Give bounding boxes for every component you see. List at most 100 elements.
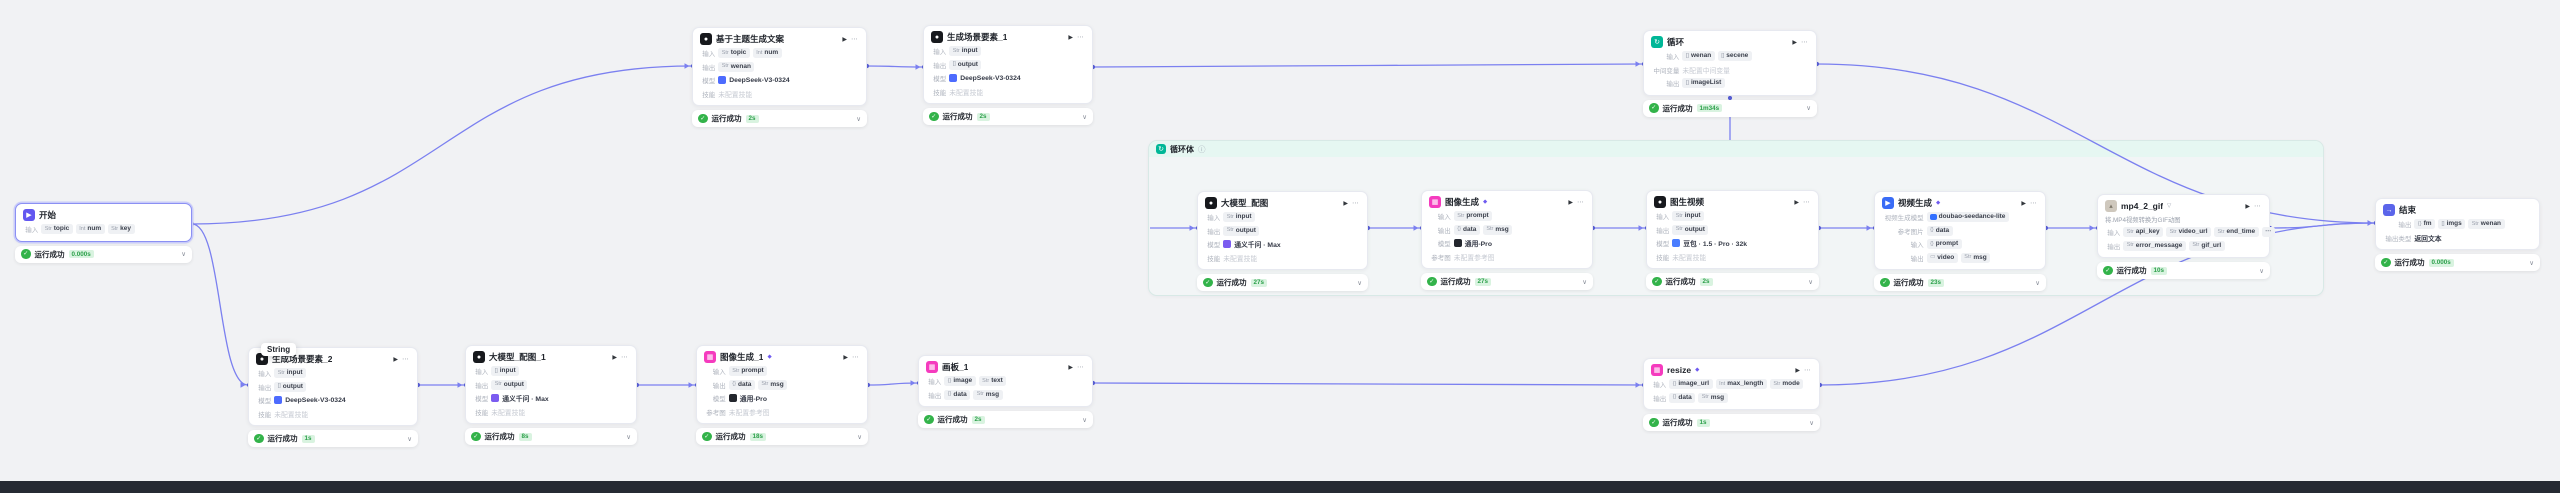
chevron-down-icon[interactable]: ∨ <box>181 251 186 258</box>
run-button[interactable]: ▶ <box>1568 199 1573 206</box>
more-menu-button[interactable]: ⋯ <box>1077 364 1085 371</box>
more-menu-button[interactable]: ⋯ <box>851 36 859 43</box>
success-check-icon: ✓ <box>698 113 708 124</box>
more-params-button[interactable]: ⋯ <box>2261 227 2276 238</box>
more-menu-button[interactable]: ⋯ <box>1352 200 1360 207</box>
chevron-down-icon[interactable]: ∨ <box>1809 419 1814 427</box>
tag-value: image_url <box>1678 380 1710 388</box>
run-button[interactable]: ▶ <box>1068 34 1073 41</box>
chevron-down-icon[interactable]: ∨ <box>1582 278 1587 286</box>
chevron-down-icon[interactable]: ∨ <box>2529 259 2534 267</box>
more-menu-button[interactable]: ⋯ <box>1077 34 1085 41</box>
chevron-down-icon[interactable]: ∨ <box>626 433 631 441</box>
chevron-down-icon[interactable]: ∨ <box>1357 279 1362 287</box>
chevron-down-icon[interactable]: ∨ <box>857 433 862 441</box>
run-button[interactable]: ▶ <box>1794 199 1799 206</box>
chevron-down-icon[interactable]: ∨ <box>2259 267 2264 275</box>
run-button[interactable]: ▶ <box>2245 203 2250 210</box>
success-check-icon: ✓ <box>21 249 31 259</box>
run-button[interactable]: ▶ <box>1792 39 1797 46</box>
chevron-down-icon[interactable]: ∨ <box>856 115 861 123</box>
chevron-down-icon[interactable]: ∨ <box>1808 278 1813 286</box>
status-text: 运行成功 <box>2394 258 2425 267</box>
more-menu-button[interactable]: ⋯ <box>852 354 860 361</box>
run-button[interactable]: ▶ <box>1343 200 1348 207</box>
chevron-down-icon[interactable]: ∨ <box>1806 105 1811 112</box>
type-prefix: {} <box>1930 227 1934 234</box>
run-button[interactable]: ▶ <box>2021 200 2026 207</box>
chevron-down-icon[interactable]: ∨ <box>2035 279 2040 287</box>
more-menu-button[interactable]: ⋯ <box>402 356 410 363</box>
run-button[interactable]: ▶ <box>843 354 848 361</box>
type-prefix: Str <box>2192 242 2200 249</box>
more-menu-button[interactable]: ⋯ <box>1803 199 1811 206</box>
chevron-down-icon[interactable]: ∨ <box>1082 416 1087 424</box>
more-menu-button[interactable]: ⋯ <box>1804 367 1812 374</box>
run-button[interactable]: ▶ <box>842 36 847 43</box>
chevron-down-icon[interactable]: ∨ <box>407 435 412 443</box>
more-menu-button[interactable]: ⋯ <box>2254 203 2262 210</box>
more-menu-button[interactable]: ⋯ <box>621 354 629 361</box>
more-menu-button[interactable]: ⋯ <box>1801 39 1809 46</box>
type-prefix: [] <box>494 367 498 374</box>
more-menu-button[interactable]: ⋯ <box>1577 199 1585 206</box>
more-menu-button[interactable]: ⋯ <box>2030 200 2038 207</box>
run-button[interactable]: ▶ <box>1795 367 1800 374</box>
run-button[interactable]: ▶ <box>393 356 398 363</box>
chevron-down-icon[interactable]: ∨ <box>1082 113 1087 121</box>
param-row: 技能未配置技能 <box>256 409 410 420</box>
info-icon[interactable]: ⓘ <box>1198 144 1206 154</box>
run-button[interactable]: ▶ <box>1068 364 1073 371</box>
param-tag: []imageList <box>1682 78 1725 89</box>
run-button[interactable]: ▶ <box>612 354 617 361</box>
